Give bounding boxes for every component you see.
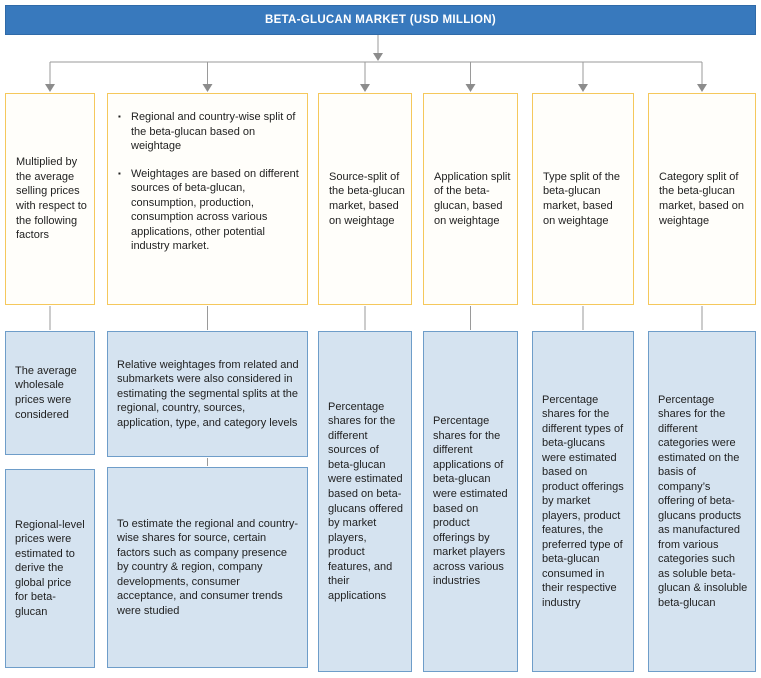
- info-box-country-shares: To estimate the regional and country-wis…: [107, 467, 308, 668]
- info-box-application-shares-text: Percentage shares for the different appl…: [433, 415, 508, 588]
- top-box-weightage-basis: ▪ Regional and country-wise split of the…: [107, 93, 308, 305]
- weightage-bullet-2: ▪ Weightages are based on different sour…: [118, 167, 299, 254]
- top-box-type-split-text: Type split of the beta-glucan market, ba…: [543, 170, 621, 227]
- top-box-category-split-text: Category split of the beta-glucan market…: [659, 170, 744, 227]
- arrowhead-icons: [45, 53, 707, 92]
- weightage-bullet-2-text: Weightages are based on different source…: [131, 167, 299, 253]
- top-box-pricing-factors-text: Multiplied by the average selling prices…: [16, 156, 87, 242]
- info-box-category-shares-text: Percentage shares for the different cate…: [658, 393, 748, 609]
- info-box-wholesale-prices-text: The average wholesale prices were consid…: [15, 364, 77, 421]
- info-box-relative-weightages: Relative weightages from related and sub…: [107, 331, 308, 457]
- weightage-bullet-1-text: Regional and country-wise split of the b…: [131, 111, 296, 153]
- info-box-application-shares: Percentage shares for the different appl…: [423, 331, 518, 672]
- info-box-source-shares-text: Percentage shares for the different sour…: [328, 400, 404, 602]
- weightage-bullet-1: ▪ Regional and country-wise split of the…: [118, 110, 299, 154]
- bullet-icon: ▪: [118, 168, 121, 178]
- top-box-type-split: Type split of the beta-glucan market, ba…: [532, 93, 634, 305]
- top-box-category-split: Category split of the beta-glucan market…: [648, 93, 756, 305]
- info-box-category-shares: Percentage shares for the different cate…: [648, 331, 756, 672]
- info-box-type-shares: Percentage shares for the different type…: [532, 331, 634, 672]
- info-box-regional-prices: Regional-level prices were estimated to …: [5, 469, 95, 668]
- bullet-icon: ▪: [118, 112, 121, 121]
- top-box-application-split-text: Application split of the beta-glucan, ba…: [434, 170, 511, 227]
- info-box-relative-weightages-text: Relative weightages from related and sub…: [117, 358, 299, 429]
- top-box-pricing-factors: Multiplied by the average selling prices…: [5, 93, 95, 305]
- info-box-regional-prices-text: Regional-level prices were estimated to …: [15, 518, 85, 618]
- top-box-application-split: Application split of the beta-glucan, ba…: [423, 93, 518, 305]
- diagram-title: BETA-GLUCAN MARKET (USD MILLION): [264, 14, 497, 26]
- diagram-title-bar: BETA-GLUCAN MARKET (USD MILLION): [5, 5, 756, 35]
- top-box-source-split-text: Source-split of the beta-glucan market, …: [329, 170, 405, 227]
- info-box-country-shares-text: To estimate the regional and country-wis…: [117, 517, 298, 617]
- info-box-wholesale-prices: The average wholesale prices were consid…: [5, 331, 95, 455]
- info-box-type-shares-text: Percentage shares for the different type…: [542, 393, 624, 609]
- top-box-source-split: Source-split of the beta-glucan market, …: [318, 93, 412, 305]
- info-box-source-shares: Percentage shares for the different sour…: [318, 331, 412, 672]
